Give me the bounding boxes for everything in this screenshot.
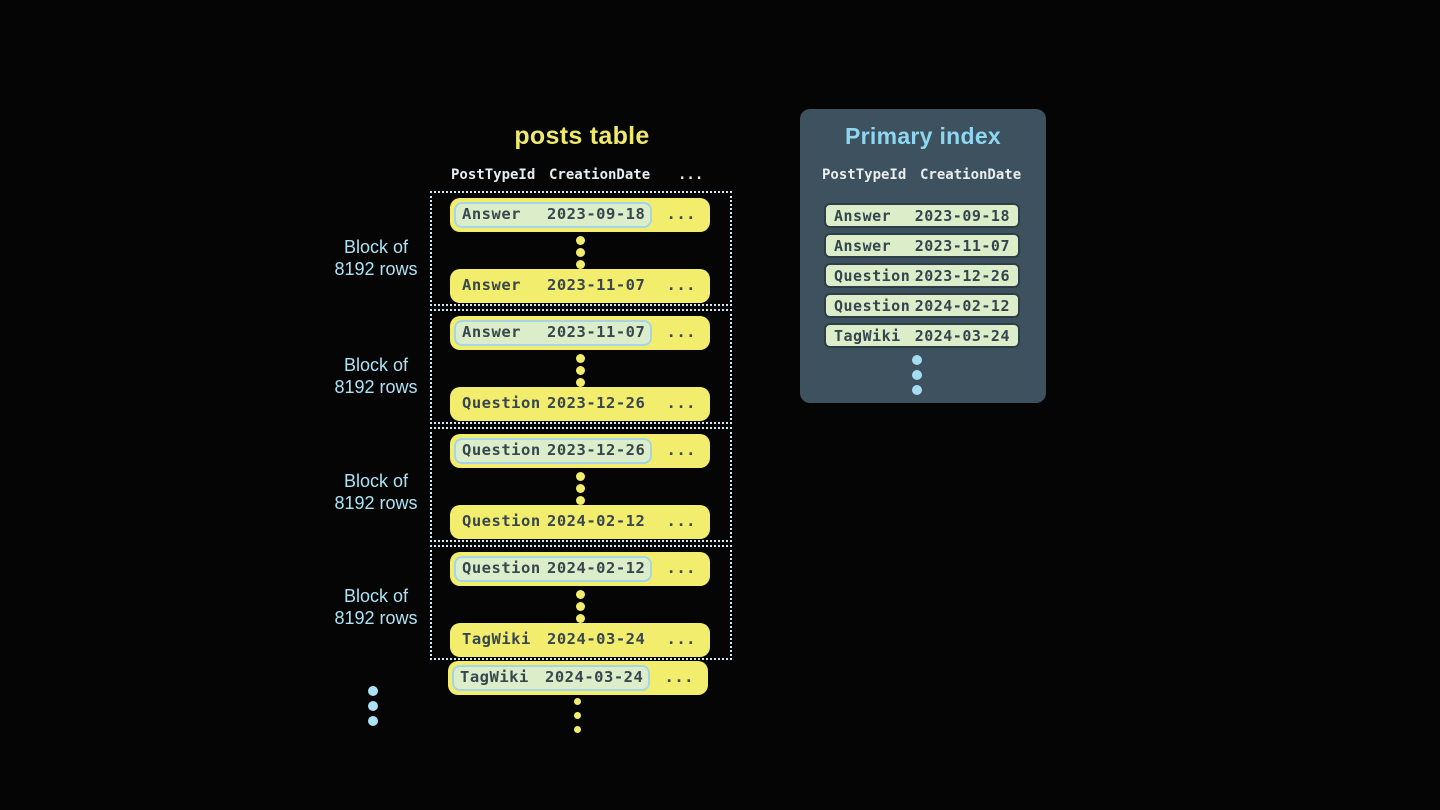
block-label-line2: 8192 rows	[334, 377, 418, 397]
row-ellipsis: ...	[666, 441, 696, 459]
row-ellipsis: ...	[666, 512, 696, 530]
vertical-ellipsis-dots	[912, 352, 922, 397]
posts-table-title: posts table	[514, 122, 650, 150]
block-label: Block of 8192 rows	[306, 470, 446, 514]
table-row: Question 2023-12-26 ...	[450, 434, 710, 468]
index-entry-highlight	[454, 202, 652, 228]
row-date: 2024-02-12	[547, 512, 646, 530]
block-outline: Question 2024-02-12 ... TagWiki 2024-03-…	[430, 545, 732, 660]
row-ellipsis: ...	[666, 276, 696, 294]
row-type: Question	[462, 394, 541, 412]
vertical-ellipsis-dots	[576, 234, 585, 270]
row-date: 2024-02-12	[547, 559, 646, 577]
block-label: Block of 8192 rows	[306, 354, 446, 398]
row-ellipsis: ...	[666, 559, 696, 577]
row-date: 2024-02-12	[914, 297, 1010, 315]
vertical-ellipsis-dots	[368, 683, 378, 729]
index-row: Question 2024-02-12	[824, 293, 1020, 318]
index-row: Question 2023-12-26	[824, 263, 1020, 288]
posts-column-posttypeid: PostTypeId	[451, 167, 536, 183]
row-type: Question	[834, 297, 911, 315]
vertical-ellipsis-dots	[576, 470, 585, 506]
table-row: Question 2023-12-26 ...	[450, 387, 710, 421]
block-label-line2: 8192 rows	[334, 608, 418, 628]
row-type: Answer	[834, 207, 892, 225]
row-type: Question	[462, 441, 541, 459]
block-label-line2: 8192 rows	[334, 259, 418, 279]
row-date: 2023-12-26	[547, 394, 646, 412]
vertical-ellipsis-dots	[574, 694, 581, 737]
row-type: Question	[462, 512, 541, 530]
row-date: 2023-09-18	[547, 205, 646, 223]
primary-index-panel: Primary index PostTypeId CreationDate An…	[800, 109, 1046, 403]
row-date: 2024-03-24	[547, 630, 646, 648]
primary-index-title: Primary index	[844, 123, 1002, 149]
posts-column-more: ...	[678, 167, 704, 183]
row-ellipsis: ...	[666, 394, 696, 412]
row-date: 2023-11-07	[547, 276, 646, 294]
row-type: Answer	[462, 323, 521, 341]
block-label-line1: Block of	[343, 237, 409, 257]
block-outline: Answer 2023-11-07 ... Question 2023-12-2…	[430, 309, 732, 424]
row-date: 2023-11-07	[547, 323, 646, 341]
row-type: TagWiki	[834, 327, 901, 345]
row-type: Answer	[462, 276, 521, 294]
block-label-line1: Block of	[343, 586, 409, 606]
table-row: TagWiki 2024-03-24 ...	[448, 661, 708, 695]
row-date: 2023-11-07	[914, 237, 1010, 255]
table-row: Question 2024-02-12 ...	[450, 505, 710, 539]
row-type: Answer	[834, 237, 892, 255]
index-row: Answer 2023-09-18	[824, 203, 1020, 228]
block-label-line2: 8192 rows	[334, 493, 418, 513]
block-label: Block of 8192 rows	[306, 236, 446, 280]
table-row: Answer 2023-11-07 ...	[450, 316, 710, 350]
index-column-creationdate: CreationDate	[920, 167, 1022, 183]
block-outline: Question 2023-12-26 ... Question 2024-02…	[430, 427, 732, 542]
row-date: 2023-09-18	[914, 207, 1010, 225]
index-entry-highlight	[454, 556, 652, 582]
index-column-posttypeid: PostTypeId	[822, 167, 907, 183]
table-row: TagWiki 2024-03-24 ...	[450, 623, 710, 657]
index-entry-highlight	[454, 320, 652, 346]
table-row: Answer 2023-11-07 ...	[450, 269, 710, 303]
block-label-line1: Block of	[343, 471, 409, 491]
row-type: TagWiki	[462, 630, 531, 648]
row-date: 2024-03-24	[914, 327, 1010, 345]
row-type: Question	[462, 559, 541, 577]
posts-column-creationdate: CreationDate	[549, 167, 651, 183]
row-ellipsis: ...	[666, 323, 696, 341]
index-row: TagWiki 2024-03-24	[824, 323, 1020, 348]
row-type: Answer	[462, 205, 521, 223]
table-row: Answer 2023-09-18 ...	[450, 198, 710, 232]
block-outline: Answer 2023-09-18 ... Answer 2023-11-07 …	[430, 191, 732, 306]
index-entry-highlight	[452, 665, 650, 691]
row-ellipsis: ...	[666, 205, 696, 223]
vertical-ellipsis-dots	[576, 588, 585, 624]
row-type: Question	[834, 267, 911, 285]
row-type: TagWiki	[460, 668, 529, 686]
block-label: Block of 8192 rows	[306, 585, 446, 629]
row-ellipsis: ...	[666, 630, 696, 648]
row-date: 2023-12-26	[547, 441, 646, 459]
index-row: Answer 2023-11-07	[824, 233, 1020, 258]
row-date: 2024-03-24	[545, 668, 644, 686]
row-date: 2023-12-26	[914, 267, 1010, 285]
table-row: Question 2024-02-12 ...	[450, 552, 710, 586]
row-ellipsis: ...	[664, 668, 694, 686]
index-entry-highlight	[454, 438, 652, 464]
block-label-line1: Block of	[343, 355, 409, 375]
vertical-ellipsis-dots	[576, 352, 585, 388]
